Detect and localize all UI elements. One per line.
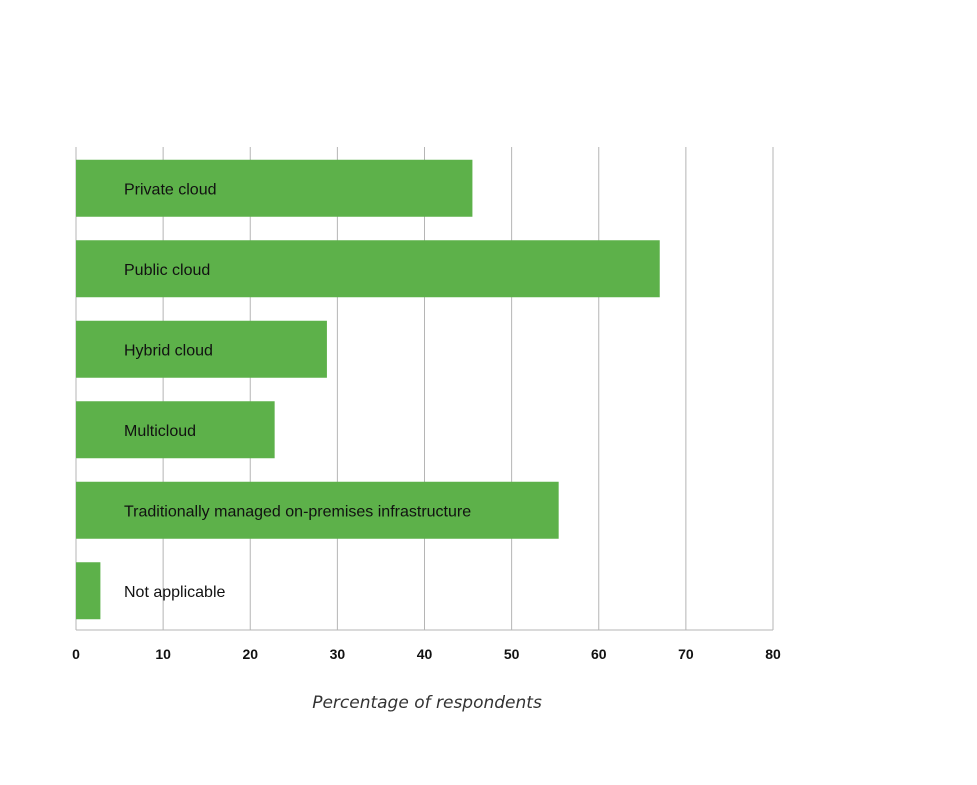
bar-hybrid-cloud: [76, 320, 327, 378]
x-tick-label-10: 10: [155, 646, 171, 662]
bar-private-cloud: [76, 159, 473, 217]
x-tick-labels: 0 10 20 30 40 50 60 70 80: [72, 646, 781, 662]
bar-label-public-cloud: Public cloud: [124, 262, 210, 279]
x-tick-label-50: 50: [504, 646, 520, 662]
bar-label-not-applicable: Not applicable: [124, 584, 226, 601]
x-tick-label-60: 60: [591, 646, 607, 662]
bar-multicloud: [76, 401, 275, 459]
x-tick-label-70: 70: [678, 646, 694, 662]
x-tick-label-40: 40: [417, 646, 433, 662]
x-tick-label-80: 80: [765, 646, 781, 662]
x-axis-title: Percentage of respondents: [312, 693, 542, 713]
bar-public-cloud: [76, 240, 660, 298]
bar-label-hybrid-cloud: Hybrid cloud: [124, 342, 213, 359]
bar-not-applicable: [76, 562, 101, 620]
bar-traditionally-managed-on-premises-infrastructure: [76, 481, 559, 539]
x-tick-label-20: 20: [242, 646, 258, 662]
bar-label-private-cloud: Private cloud: [124, 181, 217, 198]
bar-label-multicloud: Multicloud: [124, 423, 196, 440]
x-tick-label-30: 30: [330, 646, 346, 662]
bars: [76, 159, 660, 620]
x-tick-label-0: 0: [72, 646, 80, 662]
bar-label-traditionally-managed-on-premises-infrastructure: Traditionally managed on-premises infras…: [124, 503, 471, 520]
gridlines: [75, 147, 774, 631]
